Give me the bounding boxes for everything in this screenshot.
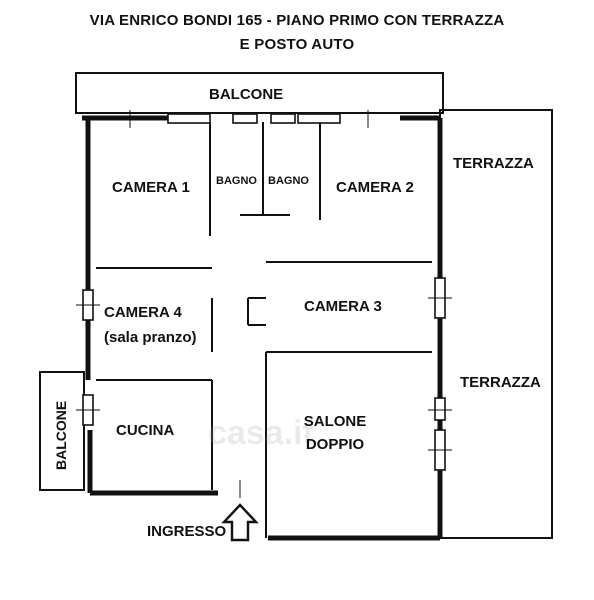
window-top-4	[297, 113, 341, 124]
side-balcony-outline	[39, 371, 85, 491]
balcone-side-label: BALCONE	[53, 400, 69, 470]
window-right-2	[434, 397, 446, 421]
window-top-3	[270, 113, 296, 124]
plan-title-line1: VIA ENRICO BONDI 165 - PIANO PRIMO CON T…	[89, 12, 505, 29]
camera-4-label: CAMERA 4	[104, 304, 182, 321]
salone-label: SALONE	[303, 413, 367, 430]
terrazza-top-label: TERRAZZA	[453, 155, 534, 172]
camera-2-label: CAMERA 2	[336, 179, 414, 196]
balcone-top-label: BALCONE	[209, 86, 284, 103]
terrazza-mid-label: TERRAZZA	[460, 374, 541, 391]
camera-4-sublabel: (sala pranzo)	[104, 329, 197, 346]
entrance-arrow-icon	[221, 503, 259, 542]
top-balcony-outline	[75, 72, 444, 114]
window-top-1	[167, 113, 211, 124]
camera-1-label: CAMERA 1	[112, 179, 190, 196]
salone-sublabel: DOPPIO	[305, 436, 365, 453]
cucina-label: CUCINA	[116, 422, 175, 439]
bagno-left-label: BAGNO	[216, 175, 257, 187]
ingresso-label: INGRESSO	[147, 523, 227, 540]
plan-title-line2: E POSTO AUTO	[239, 36, 355, 53]
bagno-right-label: BAGNO	[268, 175, 309, 187]
terrace-outline	[439, 109, 553, 539]
window-top-2	[232, 113, 258, 124]
camera-3-label: CAMERA 3	[304, 298, 382, 315]
watermark: casa.it	[208, 414, 314, 452]
